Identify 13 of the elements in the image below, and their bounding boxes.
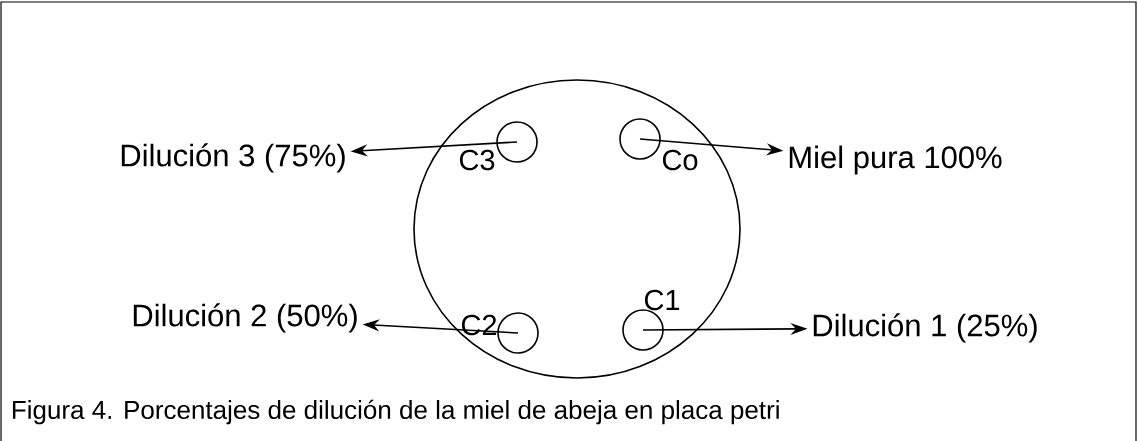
- text-label: Dilución 1 (25%): [813, 313, 1037, 343]
- text-label: Miel pura 100%: [789, 145, 1002, 175]
- sample-label: C3: [459, 149, 495, 171]
- sample-circle: [497, 312, 539, 354]
- petri-dish: [413, 79, 741, 379]
- sample-label: C1: [644, 289, 680, 311]
- text-label: Dilución 2 (50%): [133, 303, 357, 333]
- sample-circle: [619, 118, 661, 160]
- text-label: Dilución 3 (75%): [121, 143, 345, 173]
- sample-circle: [622, 309, 664, 351]
- figure-caption: Figura 4. Porcentajes de dilución de la miel de abeja en placa petri: [12, 399, 779, 425]
- sample-label: Co: [662, 149, 698, 171]
- sample-circle: [496, 121, 538, 163]
